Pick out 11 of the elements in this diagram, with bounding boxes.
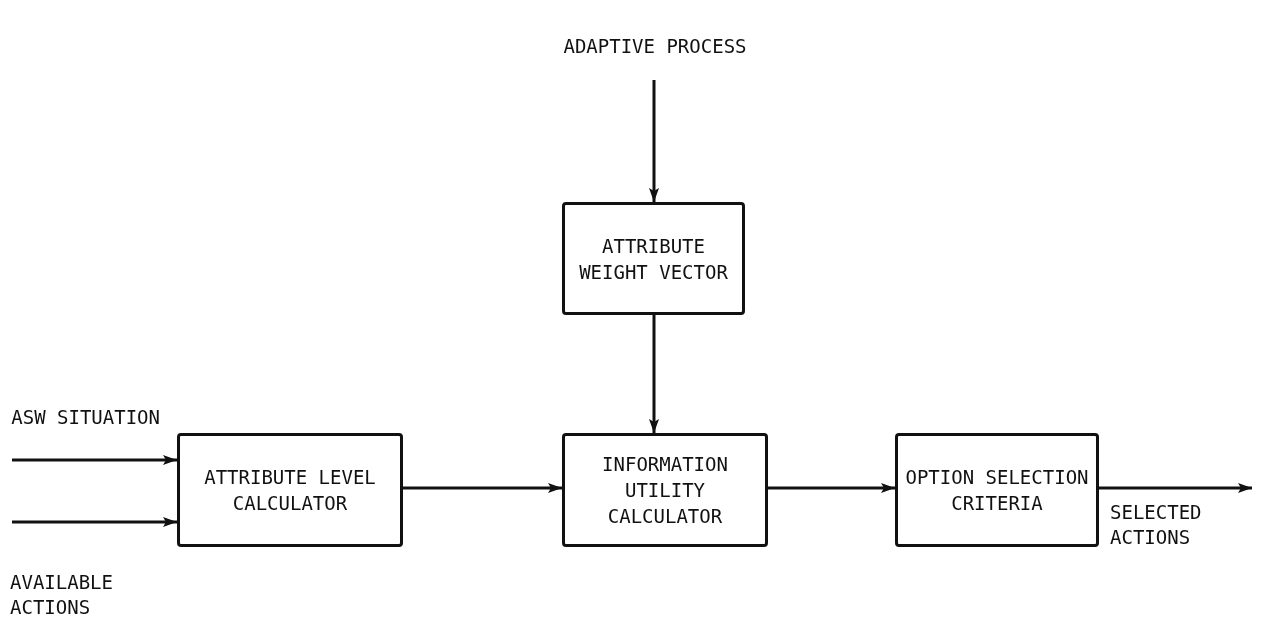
process-box: OPTION SELECTION CRITERIA (895, 433, 1099, 547)
process-box: INFORMATION UTILITY CALCULATOR (562, 433, 768, 547)
arrow (1099, 483, 1252, 493)
arrow (649, 315, 659, 433)
arrow (649, 80, 659, 202)
process-box: ATTRIBUTE WEIGHT VECTOR (562, 202, 745, 315)
arrow (768, 483, 895, 493)
arrow (12, 455, 177, 465)
arrow (12, 517, 177, 527)
arrow (403, 483, 562, 493)
process-box: ATTRIBUTE LEVEL CALCULATOR (177, 433, 403, 547)
